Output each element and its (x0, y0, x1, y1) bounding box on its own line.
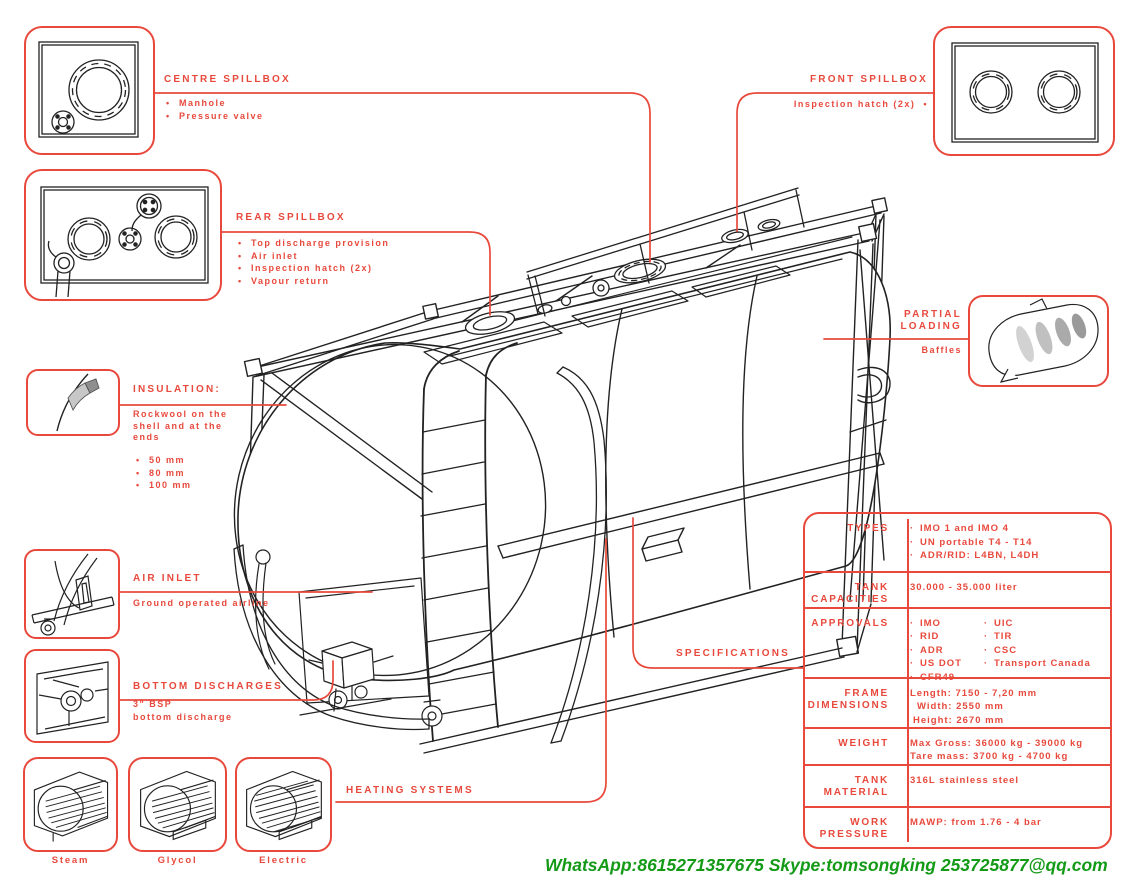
end-frame-braces (260, 372, 433, 500)
partial-loading-title: PARTIAL LOADING (900, 309, 962, 332)
list-item: 50 mm (136, 454, 192, 467)
baffles-illustration (988, 298, 1099, 383)
row-label: APPROVALS (811, 617, 889, 629)
air-inlet-note: Ground operated airline (133, 598, 270, 608)
rear-spillbox-title: REAR SPILLBOX (236, 212, 346, 223)
handrail-tube (550, 366, 607, 744)
heating-systems-leader (335, 538, 607, 803)
heating-electric-box (235, 757, 332, 852)
contact-info: WhatsApp:8615271357675 Skype:tomsongking… (545, 855, 1108, 875)
list-item: 80 mm (136, 467, 192, 480)
bottom-discharges-box (24, 649, 120, 743)
list-item: Vapour return (238, 275, 389, 288)
steam-heating-illustration (33, 771, 109, 842)
bottom-discharges-title: BOTTOM DISCHARGES (133, 681, 283, 692)
table-row: TANK CAPACITIES 30.000 - 35.000 liter (805, 570, 1110, 607)
approvals-col1: IMO RID ADR US DOT CFR49 (910, 617, 984, 685)
castor-wheel (421, 699, 443, 727)
rear-spillbox-leader (221, 231, 491, 316)
table-row: WORK PRESSURE MAWP: from 1.76 - 4 bar (805, 805, 1110, 847)
insulation-title: INSULATION: (133, 384, 221, 395)
bottom-frame-rails (419, 452, 885, 754)
list-item: Air inlet (238, 250, 389, 263)
heating-glycol-box (128, 757, 227, 852)
list-item: 100 mm (136, 479, 192, 492)
list-item: Top discharge provision (238, 237, 389, 250)
row-label: WEIGHT (838, 737, 889, 749)
air-inlet-illustration (31, 553, 115, 636)
partial-loading-box (968, 295, 1109, 387)
tank-shell (233, 251, 891, 682)
glycol-heating-illustration (140, 770, 216, 841)
centre-spillbox-box (24, 26, 155, 155)
leader-lines (119, 92, 969, 803)
front-spillbox-title: FRONT SPILLBOX (809, 74, 928, 85)
insulation-illustration (56, 373, 100, 432)
row-label: TANK MATERIAL (823, 774, 889, 799)
centre-spillbox-list: Manhole Pressure valve (166, 97, 264, 122)
bottom-discharges-leader (119, 660, 334, 701)
heating-variant-glycol: Glycol (157, 855, 198, 866)
list-item: Pressure valve (166, 110, 264, 123)
centre-spillbox-title: CENTRE SPILLBOX (164, 74, 291, 85)
front-spillbox-box (933, 26, 1115, 156)
heating-systems-title: HEATING SYSTEMS (346, 785, 474, 796)
rear-spillbox-list: Top discharge provision Air inlet Inspec… (238, 237, 389, 287)
weld-seam (742, 275, 758, 590)
row-label: TYPES (847, 523, 889, 534)
table-row: WEIGHT Max Gross: 36000 kg - 39000 kg Ta… (805, 726, 1110, 764)
front-spillbox-item: Inspection hatch (2x) (760, 99, 928, 111)
insulation-box (26, 369, 120, 436)
rear-spillbox-illustration (40, 186, 209, 298)
row-label: FRAME DIMENSIONS (807, 687, 889, 712)
heating-variant-electric: Electric (259, 855, 308, 866)
specifications-label: SPECIFICATIONS (676, 648, 790, 659)
insulation-description: Rockwool on the shell and at the ends (133, 409, 228, 442)
ladder (420, 342, 518, 742)
heating-steam-box (23, 757, 118, 852)
table-row: TYPES IMO 1 and IMO 4 UN portable T4 - T… (805, 514, 1110, 571)
row-label: WORK PRESSURE (819, 816, 889, 841)
manholes (464, 218, 781, 335)
table-divider (907, 519, 909, 842)
table-row: FRAME DIMENSIONS Length: 7150 - 7,20 mm … (805, 676, 1110, 727)
partial-loading-note: Baffles (921, 345, 962, 355)
row-value: 30.000 - 35.000 liter (910, 581, 1018, 593)
bottom-discharges-note-line2: bottom discharge (133, 712, 233, 722)
grab-rail (857, 366, 891, 404)
list-item: Manhole (166, 97, 264, 110)
table-row: TANK MATERIAL 316L stainless steel (805, 763, 1110, 806)
top-walkway (423, 236, 853, 365)
list-item: Inspection hatch (2x) (238, 262, 389, 275)
centre-spillbox-illustration (38, 41, 139, 138)
centre-spillbox-leader (154, 92, 651, 263)
specifications-table: TYPES IMO 1 and IMO 4 UN portable T4 - T… (803, 512, 1112, 849)
heating-variant-steam: Steam (51, 855, 90, 866)
electric-heating-illustration (246, 770, 322, 841)
row-values: IMO 1 and IMO 4 UN portable T4 - T14 ADR… (910, 522, 1108, 563)
bottom-discharges-note-line1: 3" BSP (133, 699, 173, 709)
front-spillbox-illustration (951, 42, 1099, 143)
rear-spillbox-box (24, 169, 222, 301)
air-inlet-title: AIR INLET (133, 573, 202, 584)
front-spillbox-leader (736, 92, 934, 232)
bottom-discharges-illustration (36, 661, 109, 735)
top-railing (526, 187, 805, 317)
specifications-leader (632, 517, 804, 669)
approvals-col2: UIC TIR CSC Transport Canada (984, 617, 1091, 685)
table-row: APPROVALS IMO RID ADR US DOT CFR49 UIC T… (805, 606, 1110, 684)
insulation-list: 50 mm 80 mm 100 mm (136, 454, 192, 492)
weld-seam (605, 308, 623, 638)
row-label: TANK CAPACITIES (811, 581, 889, 606)
air-inlet-box (24, 549, 120, 639)
right-end-frame (836, 219, 891, 658)
